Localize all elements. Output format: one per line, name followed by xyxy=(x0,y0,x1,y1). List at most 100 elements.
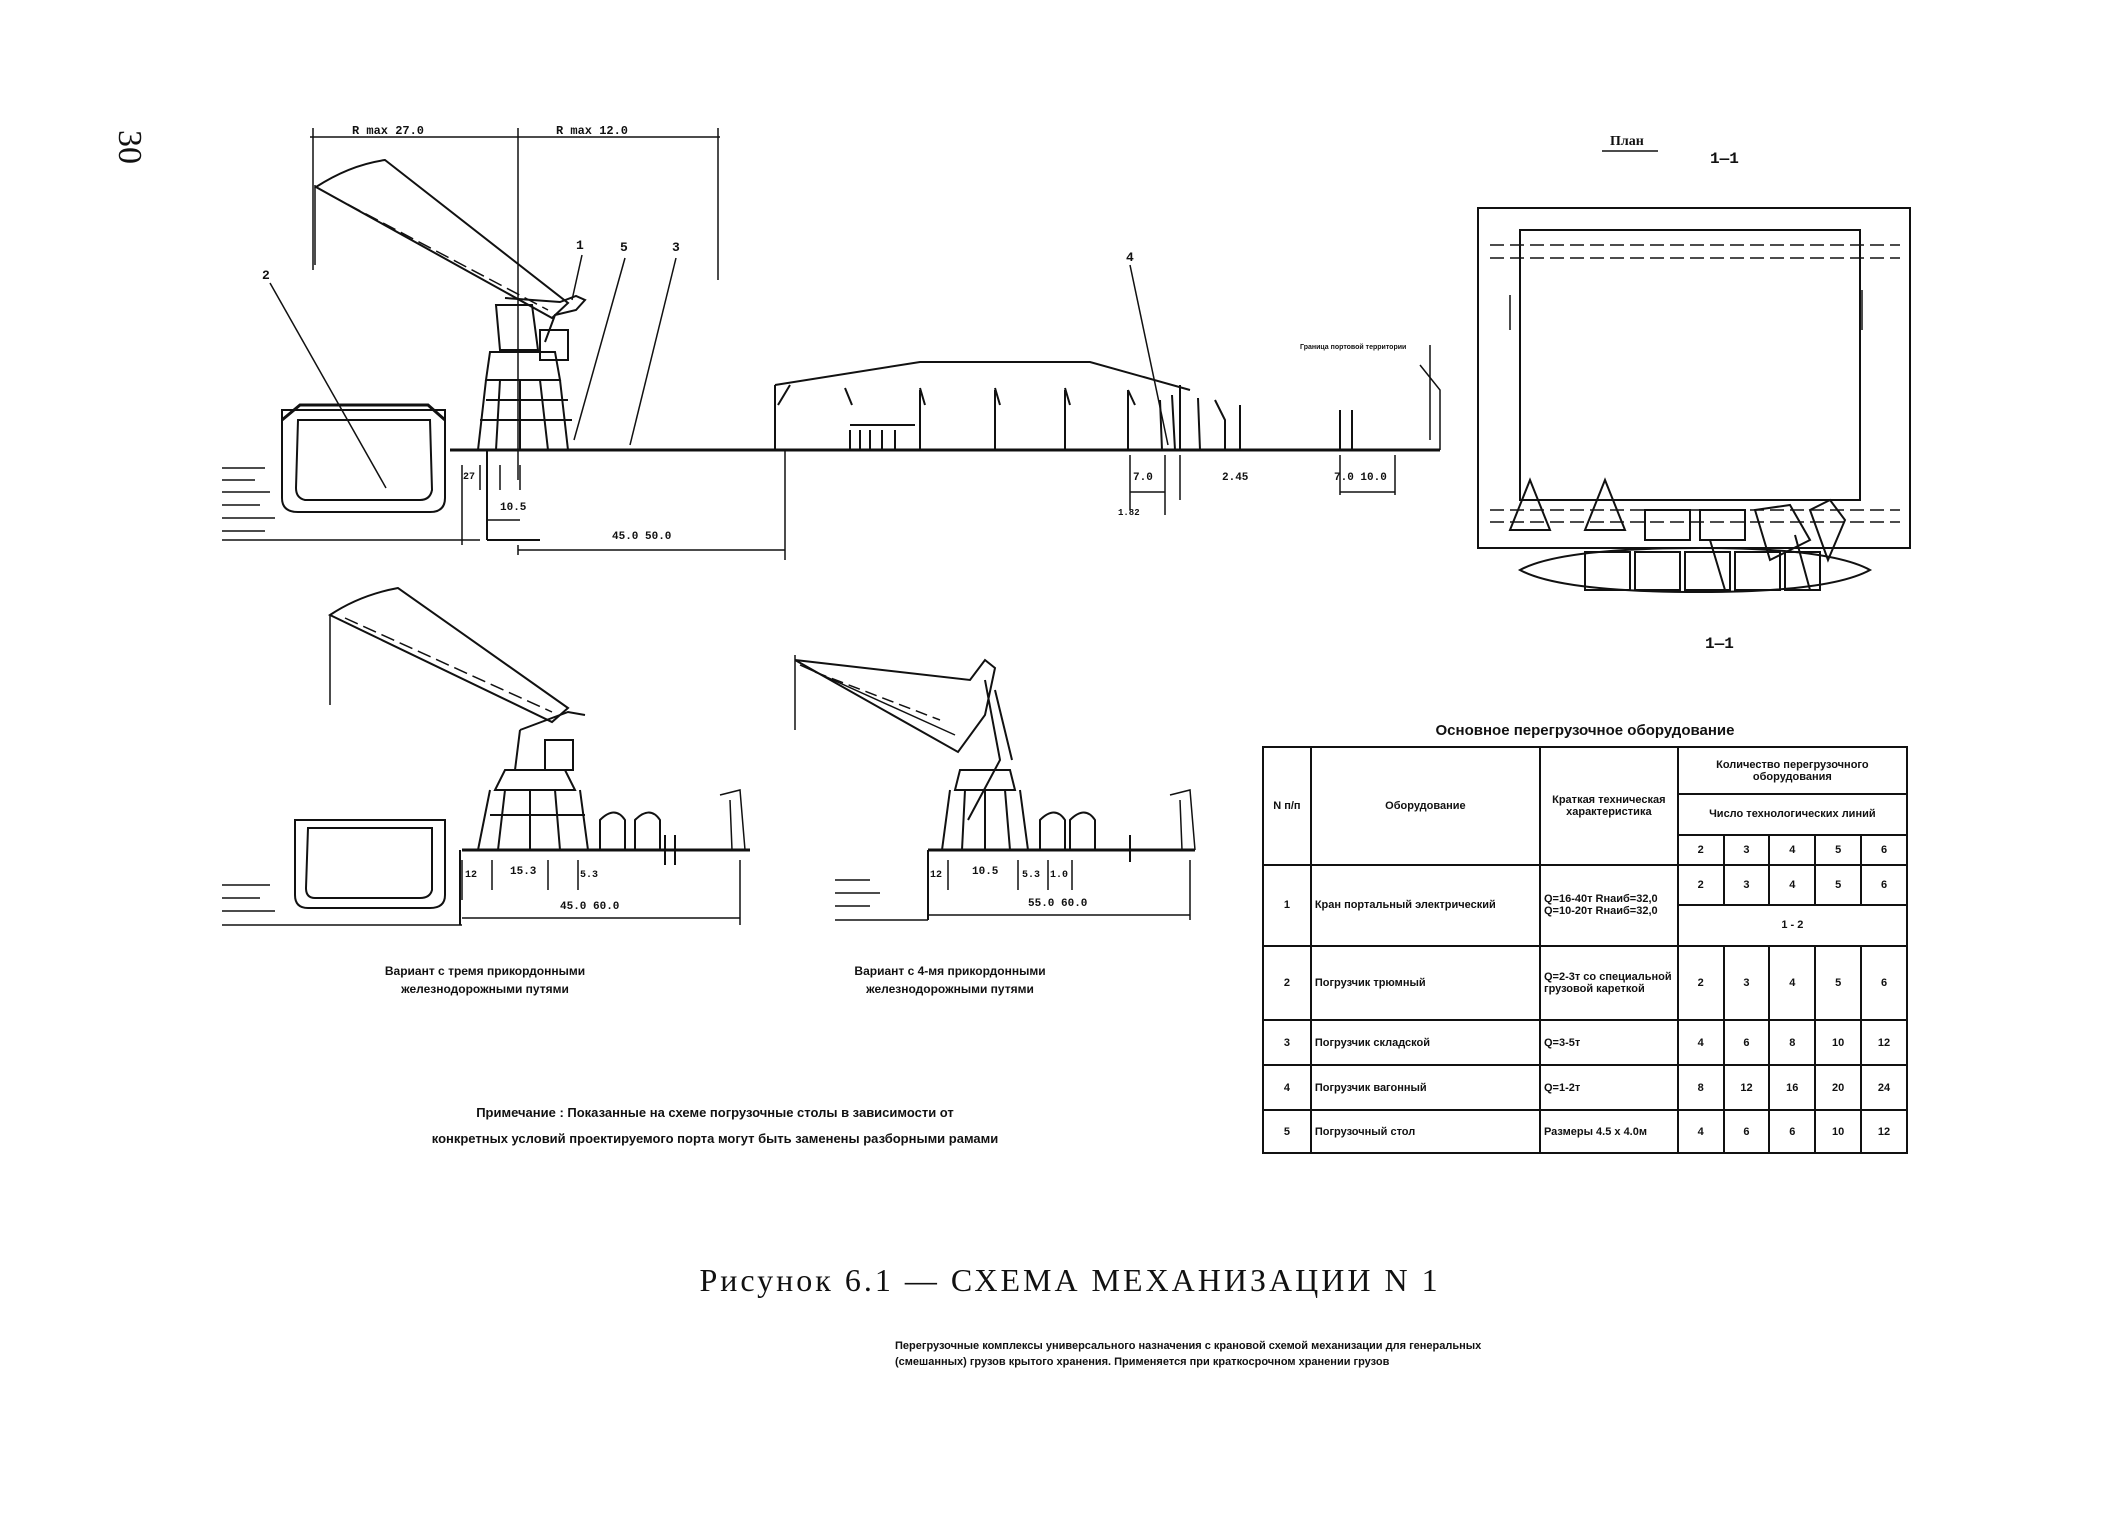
row-num: 5 xyxy=(1262,1109,1312,1154)
row-equipment: Кран портальный электрический xyxy=(1309,863,1541,947)
row-value: 24 xyxy=(1860,1064,1908,1112)
row-value: 6 xyxy=(1722,1109,1771,1154)
v2-dim-5-3: 5.3 xyxy=(1022,870,1041,881)
row-characteristics: Q=2-3т со специальной грузовой кареткой xyxy=(1538,944,1679,1022)
row-value: 10 xyxy=(1814,1019,1863,1067)
row-characteristics: Q=1-2т xyxy=(1538,1064,1679,1112)
header-lines: Число технологических линий xyxy=(1676,793,1909,836)
row-num: 1 xyxy=(1262,863,1312,947)
section-label-top: 1—1 xyxy=(1710,150,1739,168)
description-line-1: Перегрузочные комплексы универсального н… xyxy=(895,1340,1482,1352)
row-value: 3 xyxy=(1722,944,1771,1022)
row-value: 4 xyxy=(1768,944,1817,1022)
dim-1-82: 1.82 xyxy=(1118,508,1140,518)
v2-dim-10-5: 10.5 xyxy=(972,866,999,878)
variant2-caption-1: Вариант с 4-мя прикордонными xyxy=(854,964,1046,978)
row-value: 12 xyxy=(1860,1019,1908,1067)
variant1-drawing xyxy=(222,586,750,926)
row-value: 6 xyxy=(1722,1019,1771,1067)
reach-left-label: R max 27.0 xyxy=(352,124,425,138)
row-num: 4 xyxy=(1262,1064,1312,1112)
header-quantity: Количество перегрузочного оборудования xyxy=(1676,746,1909,795)
row-characteristics: Q=16-40т Rнаиб=32,0 Q=10-20т Rнаиб=32,0 xyxy=(1538,863,1679,947)
dim-45-50: 45.0 50.0 xyxy=(612,531,672,543)
marker-1: 1 xyxy=(576,238,584,253)
equipment-table: N п/п Оборудование Краткая техническая х… xyxy=(1262,746,1909,1154)
v1-dim-5-3: 5.3 xyxy=(580,870,599,881)
row-value: 4 xyxy=(1768,863,1817,907)
header-characteristics: Краткая техническая характеристика xyxy=(1538,746,1679,866)
figure-caption: Рисунок 6.1 — СХЕМА МЕХАНИЗАЦИИ N 1 xyxy=(699,1262,1441,1298)
row-value: 3 xyxy=(1722,863,1771,907)
description: Перегрузочные комплексы универсального н… xyxy=(895,1338,1745,1370)
marker-2: 2 xyxy=(262,268,270,283)
note-line-1: Примечание : Показанные на схеме погрузо… xyxy=(476,1105,954,1120)
row-equipment: Погрузочный стол xyxy=(1309,1109,1541,1154)
plan-title: План xyxy=(1610,134,1644,149)
table-row: 1 Кран портальный электрический Q=16-40т… xyxy=(1262,863,1908,947)
row-value: 4 xyxy=(1676,1019,1725,1067)
row-num: 2 xyxy=(1262,944,1312,1022)
section-label-bottom: 1—1 xyxy=(1705,635,1734,653)
v1-dim-12: 12 xyxy=(465,870,478,881)
variant1-caption-1: Вариант с тремя прикордонными xyxy=(384,964,586,978)
row-value: 5 xyxy=(1814,944,1863,1022)
description-line-2: (смешанных) грузов крытого хранения. При… xyxy=(895,1356,1390,1368)
table-row: 3 Погрузчик складской Q=3-5т 4 6 8 10 12 xyxy=(1262,1019,1908,1067)
row-value: 8 xyxy=(1676,1064,1725,1112)
marker-4: 4 xyxy=(1126,250,1134,265)
variant2-caption-2: железнодорожными путями xyxy=(866,982,1034,996)
table-row: 4 Погрузчик вагонный Q=1-2т 8 12 16 20 2… xyxy=(1262,1064,1908,1112)
main-section xyxy=(222,128,1441,560)
v1-dim-45-60: 45.0 60.0 xyxy=(560,901,620,913)
line-count: 6 xyxy=(1860,833,1908,866)
row-value: 12 xyxy=(1722,1064,1771,1112)
row-equipment: Погрузчик складской xyxy=(1309,1019,1541,1067)
plan-view xyxy=(1477,150,1911,594)
rail-note: Граница портовой территории xyxy=(1300,344,1407,351)
dim-2-45: 2.45 xyxy=(1222,472,1249,484)
table-row: 5 Погрузочный стол Размеры 4.5 x 4.0м 4 … xyxy=(1262,1109,1908,1154)
marker-3: 3 xyxy=(672,240,680,255)
row-value: 4 xyxy=(1676,1109,1725,1154)
line-count: 2 xyxy=(1676,833,1725,866)
note-line-2: конкретных условий проектируемого порта … xyxy=(431,1131,999,1146)
row-value: 6 xyxy=(1860,863,1908,907)
table-title: Основное перегрузочное оборудование xyxy=(1435,722,1735,739)
dim-10-5: 10.5 xyxy=(500,502,527,514)
v1-dim-15-3: 15.3 xyxy=(510,866,537,878)
dim-7-0: 7.0 xyxy=(1133,472,1153,484)
reach-right-label: R max 12.0 xyxy=(556,124,629,138)
row-value: 16 xyxy=(1768,1064,1817,1112)
header-equipment: Оборудование xyxy=(1309,746,1541,866)
row-value: 6 xyxy=(1768,1109,1817,1154)
row-equipment: Погрузчик трюмный xyxy=(1309,944,1541,1022)
variant1-caption-2: железнодорожными путями xyxy=(401,982,569,996)
row-value: 12 xyxy=(1860,1109,1908,1154)
row-value: 2 xyxy=(1676,863,1725,907)
row-characteristics: Размеры 4.5 x 4.0м xyxy=(1538,1109,1679,1154)
variant2-drawing xyxy=(794,655,1196,921)
v2-dim-1-0: 1.0 xyxy=(1050,870,1069,881)
row-value: 6 xyxy=(1860,944,1908,1022)
line-count: 4 xyxy=(1768,833,1817,866)
row-value: 20 xyxy=(1814,1064,1863,1112)
line-count: 3 xyxy=(1722,833,1771,866)
header-num: N п/п xyxy=(1262,746,1312,866)
v2-dim-12: 12 xyxy=(930,870,943,881)
row-equipment: Погрузчик вагонный xyxy=(1309,1064,1541,1112)
row-value: 10 xyxy=(1814,1109,1863,1154)
marker-5: 5 xyxy=(620,240,628,255)
row-extra: 1 - 2 xyxy=(1676,904,1909,947)
row-num: 3 xyxy=(1262,1019,1312,1067)
dim-27: 27 xyxy=(463,472,476,483)
row-characteristics: Q=3-5т xyxy=(1538,1019,1679,1067)
v2-dim-55-60: 55.0 60.0 xyxy=(1028,898,1088,910)
dim-7-10: 7.0 10.0 xyxy=(1334,472,1387,484)
table-row: 2 Погрузчик трюмный Q=2-3т со специально… xyxy=(1262,944,1908,1022)
row-value: 8 xyxy=(1768,1019,1817,1067)
line-count: 5 xyxy=(1814,833,1863,866)
row-value: 5 xyxy=(1814,863,1863,907)
row-value: 2 xyxy=(1676,944,1725,1022)
